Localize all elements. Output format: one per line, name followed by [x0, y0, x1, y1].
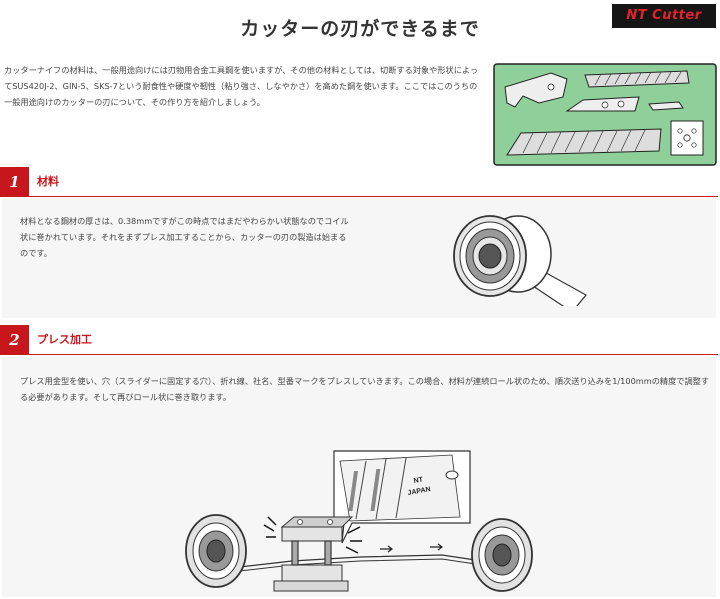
press-process-illustration: NT JAPAN	[185, 450, 533, 592]
section-2-rule	[0, 354, 718, 355]
section-2-panel: プレス用金型を使い、穴（スライダーに固定する穴）、折れ線、社名、型番マークをプレ…	[2, 357, 716, 597]
steel-coil-illustration	[453, 215, 587, 306]
section-1-number: 1	[0, 167, 29, 197]
section-1-panel: 材料となる鋼材の厚さは、0.38mmですがこの時点ではまだやわらかい状態なのでコ…	[2, 198, 716, 318]
section-2-title: プレス加工	[37, 333, 92, 346]
blades-illustration	[493, 63, 717, 166]
section-2-text: プレス用金型を使い、穴（スライダーに固定する穴）、折れ線、社名、型番マークをプレ…	[20, 376, 710, 402]
section-2-number: 2	[0, 325, 29, 355]
section-1-title: 材料	[37, 175, 59, 188]
section-1-rule	[0, 196, 718, 197]
section-1-text: 材料となる鋼材の厚さは、0.38mmですがこの時点ではまだやわらかい状態なのでコ…	[20, 216, 349, 258]
page-title: カッターの刃ができるまで	[240, 18, 480, 40]
section-1-header: 1 材料	[0, 167, 720, 197]
callout-text-japan: JAPAN	[407, 486, 431, 497]
nt-cutter-logo: NT Cutter	[612, 4, 716, 28]
callout-text-nt: NT	[413, 476, 424, 485]
section-2-header: 2 プレス加工	[0, 325, 720, 355]
intro-paragraph: カッターナイフの材料は、一般用途向けには刃物用合金工具鋼を使いますが、その他の材…	[4, 65, 479, 107]
